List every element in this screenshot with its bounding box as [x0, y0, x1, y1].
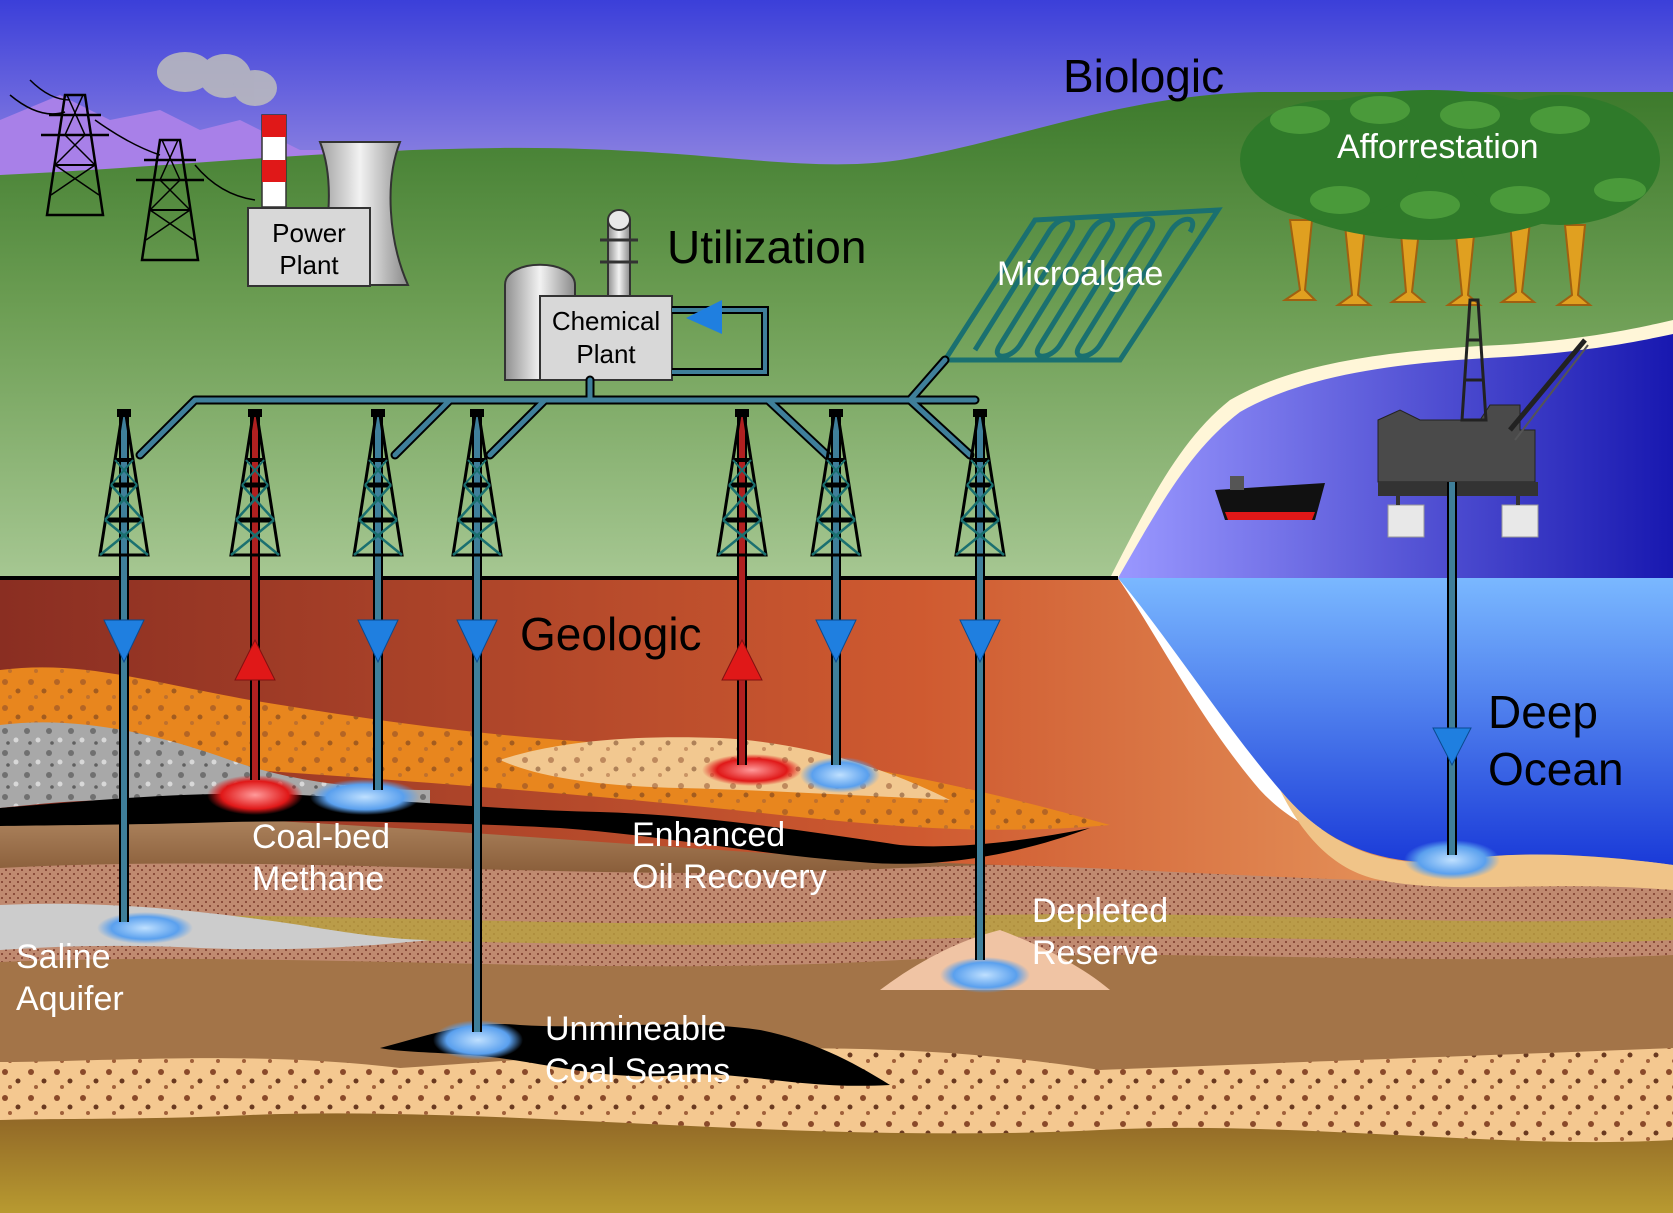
power-plant-label-line1: Power — [272, 218, 346, 248]
power-plant-label-line2: Plant — [279, 250, 339, 280]
co2-plume-saline-aquifer — [97, 912, 193, 944]
chemical-plant-box — [539, 295, 673, 381]
enhanced-oil-recovery-label-line1: Enhanced — [632, 816, 785, 854]
olive-band — [0, 914, 1673, 945]
depleted-reserve-label-line2: Reserve — [1032, 934, 1159, 972]
utilization-label: Utilization — [667, 221, 866, 273]
well-depleted-reserve — [956, 409, 1004, 960]
offshore-platform — [1377, 298, 1589, 538]
tree-canopy-highlights — [1270, 96, 1646, 219]
chemical-column — [607, 219, 631, 301]
deep-ocean-label-line2: Ocean — [1488, 743, 1624, 795]
geologic-label: Geologic — [520, 608, 702, 660]
biologic-label: Biologic — [1063, 50, 1224, 102]
co2-plume-depleted-reserve — [940, 957, 1030, 993]
microalgae-label: Microalgae — [997, 255, 1163, 293]
coal-bed-methane-label-line1: Coal-bed — [252, 818, 390, 856]
injection-wells — [100, 409, 1004, 1032]
extraction-arrow — [721, 638, 763, 681]
power-plant: Power Plant — [247, 114, 410, 287]
well-oil-recovery-injection — [812, 409, 860, 765]
injection-arrow — [959, 619, 1001, 664]
afforrestation-label: Afforrestation — [1337, 128, 1539, 166]
oil-plume — [702, 754, 802, 786]
co2-plume-unmineable-coal — [433, 1020, 523, 1060]
unmineable-coal-seams-label-line2: Coal Seams — [545, 1052, 730, 1090]
coal-bed-methane-label-line2: Methane — [252, 860, 384, 898]
power-plant-box — [247, 207, 371, 287]
power-lines — [9, 79, 256, 262]
co2-plume-deep-ocean — [1404, 840, 1500, 880]
smoke — [157, 52, 277, 106]
co2-plume-oil-recovery — [800, 757, 880, 793]
saline-aquifer-label-line2: Aquifer — [16, 980, 124, 1018]
recycle-arrow — [686, 300, 722, 334]
methane-plume — [207, 775, 303, 815]
well-coal-bed-methane-injection — [354, 409, 402, 790]
extraction-arrow — [234, 638, 276, 681]
deep-ocean-pipe — [1432, 482, 1472, 855]
saline-aquifer-layer — [0, 903, 430, 950]
deep-ocean-label-line1: Deep — [1488, 686, 1598, 738]
co2-plume-coal-bed — [310, 779, 420, 815]
chemical-plant-label-line2: Plant — [576, 339, 636, 369]
pipe-network — [135, 355, 980, 463]
seabed — [1280, 790, 1673, 890]
dotted-sand-pattern — [0, 1042, 1673, 1143]
depleted-reserve-label-line1: Depleted — [1032, 892, 1168, 930]
deep-ocean-water — [1118, 578, 1673, 865]
unmineable-coal-seams-label-line1: Unmineable — [545, 1010, 726, 1048]
injection-arrow — [357, 619, 399, 664]
tanker-ship — [1215, 476, 1325, 520]
saline-aquifer-label-line1: Saline — [16, 938, 111, 976]
chemical-plant: Chemical Plant — [504, 209, 769, 381]
well-oil-recovery-extraction — [718, 409, 766, 765]
injection-arrow — [456, 619, 498, 664]
well-unmineable-coal — [453, 409, 501, 1032]
afforestation-trees — [1240, 90, 1660, 306]
deep-ocean-arrow — [1432, 727, 1472, 767]
well-saline-aquifer — [100, 409, 148, 922]
injection-arrow — [103, 619, 145, 664]
injection-arrow — [815, 619, 857, 664]
enhanced-oil-recovery-label-line2: Oil Recovery — [632, 858, 827, 896]
microalgae-ponds — [940, 207, 1223, 363]
well-coal-bed-methane-extraction — [231, 409, 279, 780]
chemical-plant-label-line1: Chemical — [552, 306, 660, 336]
